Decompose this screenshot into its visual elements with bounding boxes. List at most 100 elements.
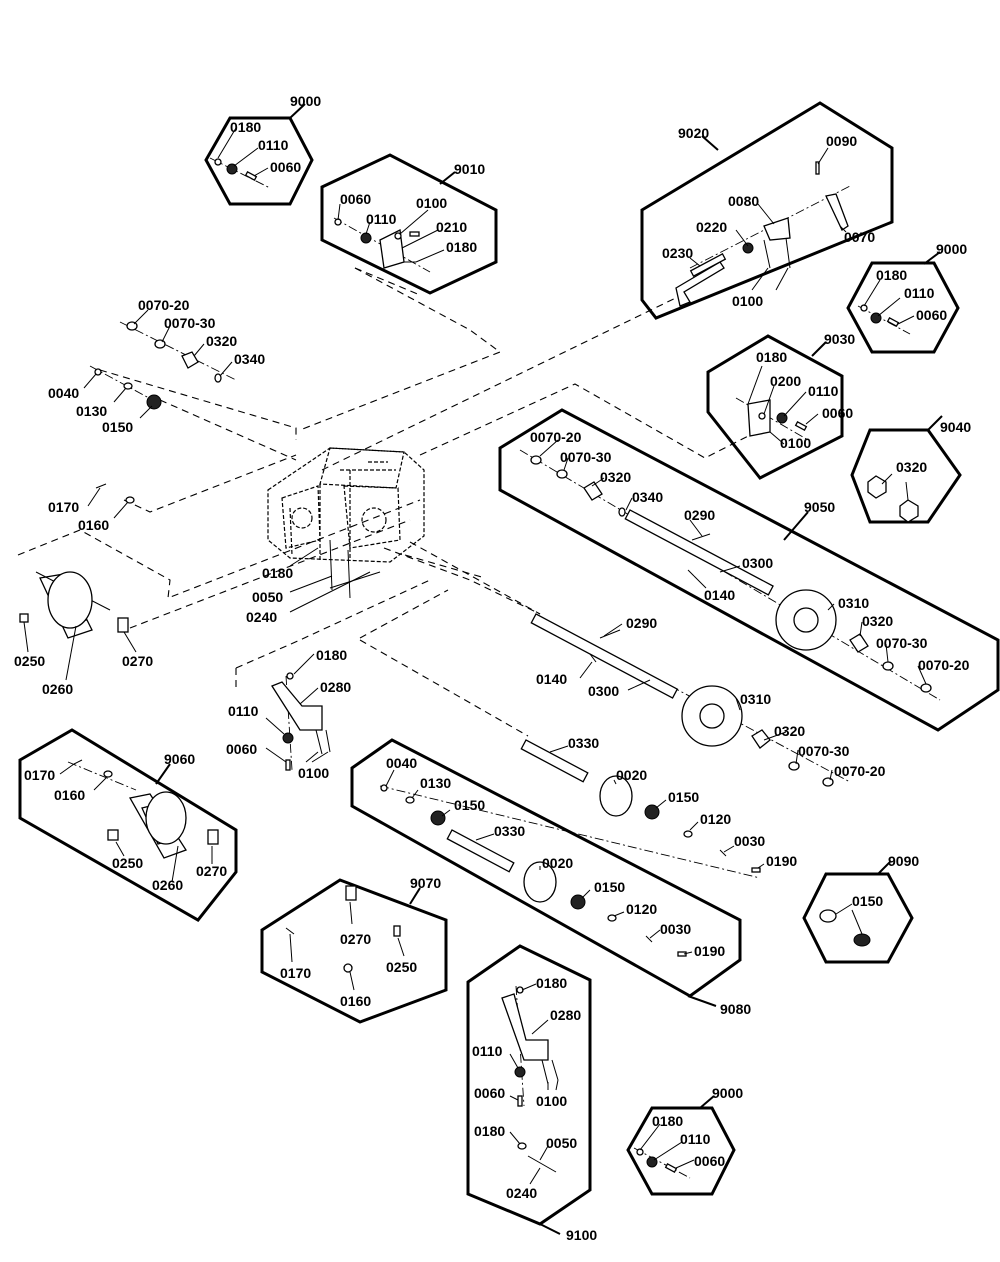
assembly-dashed-lines (17, 267, 761, 737)
part-label: 0060 (474, 1085, 505, 1101)
kit-9000-right-outline (846, 261, 960, 354)
part-label: 0190 (694, 943, 725, 959)
gearbox-housing (267, 447, 425, 599)
part-label: 0270 (122, 653, 153, 669)
part-label: 0110 (680, 1131, 711, 1147)
part-label: 0140 (704, 587, 735, 603)
part-label: 0330 (568, 735, 599, 751)
part-label: 0160 (340, 993, 371, 1009)
part-label: 0260 (42, 681, 73, 697)
kit-9070-label: 9070 (410, 875, 441, 891)
part-label: 0340 (632, 489, 663, 505)
kit-9080-label: 9080 (720, 1001, 751, 1017)
part-label: 0150 (594, 879, 625, 895)
part-label: 0240 (506, 1185, 537, 1201)
part-label: 0150 (454, 797, 485, 813)
part-label: 0180 (230, 119, 261, 135)
kit-9090-label: 9090 (888, 853, 919, 869)
part-label: 0120 (626, 901, 657, 917)
part-label: 0160 (54, 787, 85, 803)
part-label: 0140 (536, 671, 567, 687)
part-label: 0030 (660, 921, 691, 937)
part-label: 0180 (316, 647, 347, 663)
part-label: 0050 (546, 1135, 577, 1151)
part-label: 0110 (904, 285, 935, 301)
part-label: 0230 (662, 245, 693, 261)
part-label: 0300 (742, 555, 773, 571)
part-leaders (23, 127, 927, 1185)
part-label: 0110 (808, 383, 839, 399)
part-label: 0130 (420, 775, 451, 791)
part-label: 0030 (734, 833, 765, 849)
part-label: 0040 (386, 755, 417, 771)
part-label: 0100 (732, 293, 763, 309)
kit-9080-outline (350, 738, 742, 998)
part-labels: 0180 0110 0060 0060 0110 0100 0210 0180 … (14, 119, 970, 1201)
part-label: 0150 (852, 893, 883, 909)
part-label: 0250 (112, 855, 143, 871)
kit-9070-outline (260, 878, 448, 1024)
kit-9060-outline (18, 728, 238, 922)
part-label: 0170 (280, 965, 311, 981)
part-label: 0040 (48, 385, 79, 401)
part-label: 0060 (694, 1153, 725, 1169)
part-label: 0240 (246, 609, 277, 625)
kit-9010-label: 9010 (454, 161, 485, 177)
part-label: 0280 (320, 679, 351, 695)
part-label: 0150 (668, 789, 699, 805)
kit-9030-outline (706, 334, 844, 480)
kit-9100-label: 9100 (566, 1227, 597, 1243)
kit-9050-outline (498, 408, 1000, 732)
kit-9100-outline (466, 944, 592, 1226)
part-label: 0180 (876, 267, 907, 283)
part-label: 0160 (78, 517, 109, 533)
part-label: 0060 (270, 159, 301, 175)
part-label: 0270 (196, 863, 227, 879)
part-label: 0060 (226, 741, 257, 757)
kit-9010-outline (320, 153, 498, 295)
kit-9000-top-label: 9000 (290, 93, 321, 109)
part-label: 0070-30 (798, 743, 850, 759)
kit-leaders (155, 103, 943, 1235)
kit-9020-outline (640, 101, 894, 320)
kit-9090-outline (802, 872, 914, 964)
part-label: 0180 (652, 1113, 683, 1129)
part-label: 0060 (340, 191, 371, 207)
part-label: 0070-20 (530, 429, 582, 445)
part-label: 0150 (102, 419, 133, 435)
part-label: 0020 (616, 767, 647, 783)
part-label: 0180 (474, 1123, 505, 1139)
kit-9020-label: 9020 (678, 125, 709, 141)
kit-9030-label: 9030 (824, 331, 855, 347)
kit-9000-bottom-label: 9000 (712, 1085, 743, 1101)
kit-9050-label: 9050 (804, 499, 835, 515)
kit-outlines (18, 101, 1000, 1226)
part-label: 0170 (48, 499, 79, 515)
part-label: 0070-30 (164, 315, 216, 331)
part-label: 0320 (206, 333, 237, 349)
part-label: 0110 (228, 703, 259, 719)
part-label: 0070-30 (560, 449, 612, 465)
part-label: 0220 (696, 219, 727, 235)
part-label: 0170 (24, 767, 55, 783)
part-label: 0060 (916, 307, 947, 323)
part-label: 0100 (780, 435, 811, 451)
part-label: 0180 (756, 349, 787, 365)
part-label: 0290 (626, 615, 657, 631)
part-label: 0320 (896, 459, 927, 475)
part-label: 0090 (826, 133, 857, 149)
part-label: 0250 (14, 653, 45, 669)
part-label: 0070-30 (876, 635, 928, 651)
part-label: 0060 (822, 405, 853, 421)
part-label: 0070-20 (834, 763, 886, 779)
part-label: 0180 (536, 975, 567, 991)
kit-9060-label: 9060 (164, 751, 195, 767)
part-label: 0020 (542, 855, 573, 871)
part-label: 0100 (536, 1093, 567, 1109)
part-label: 0120 (700, 811, 731, 827)
part-label: 0070-20 (918, 657, 970, 673)
part-label: 0130 (76, 403, 107, 419)
part-label: 0110 (258, 137, 289, 153)
kit-labels: 9000 9010 9020 9000 9030 9040 9050 9060 … (164, 93, 971, 1243)
